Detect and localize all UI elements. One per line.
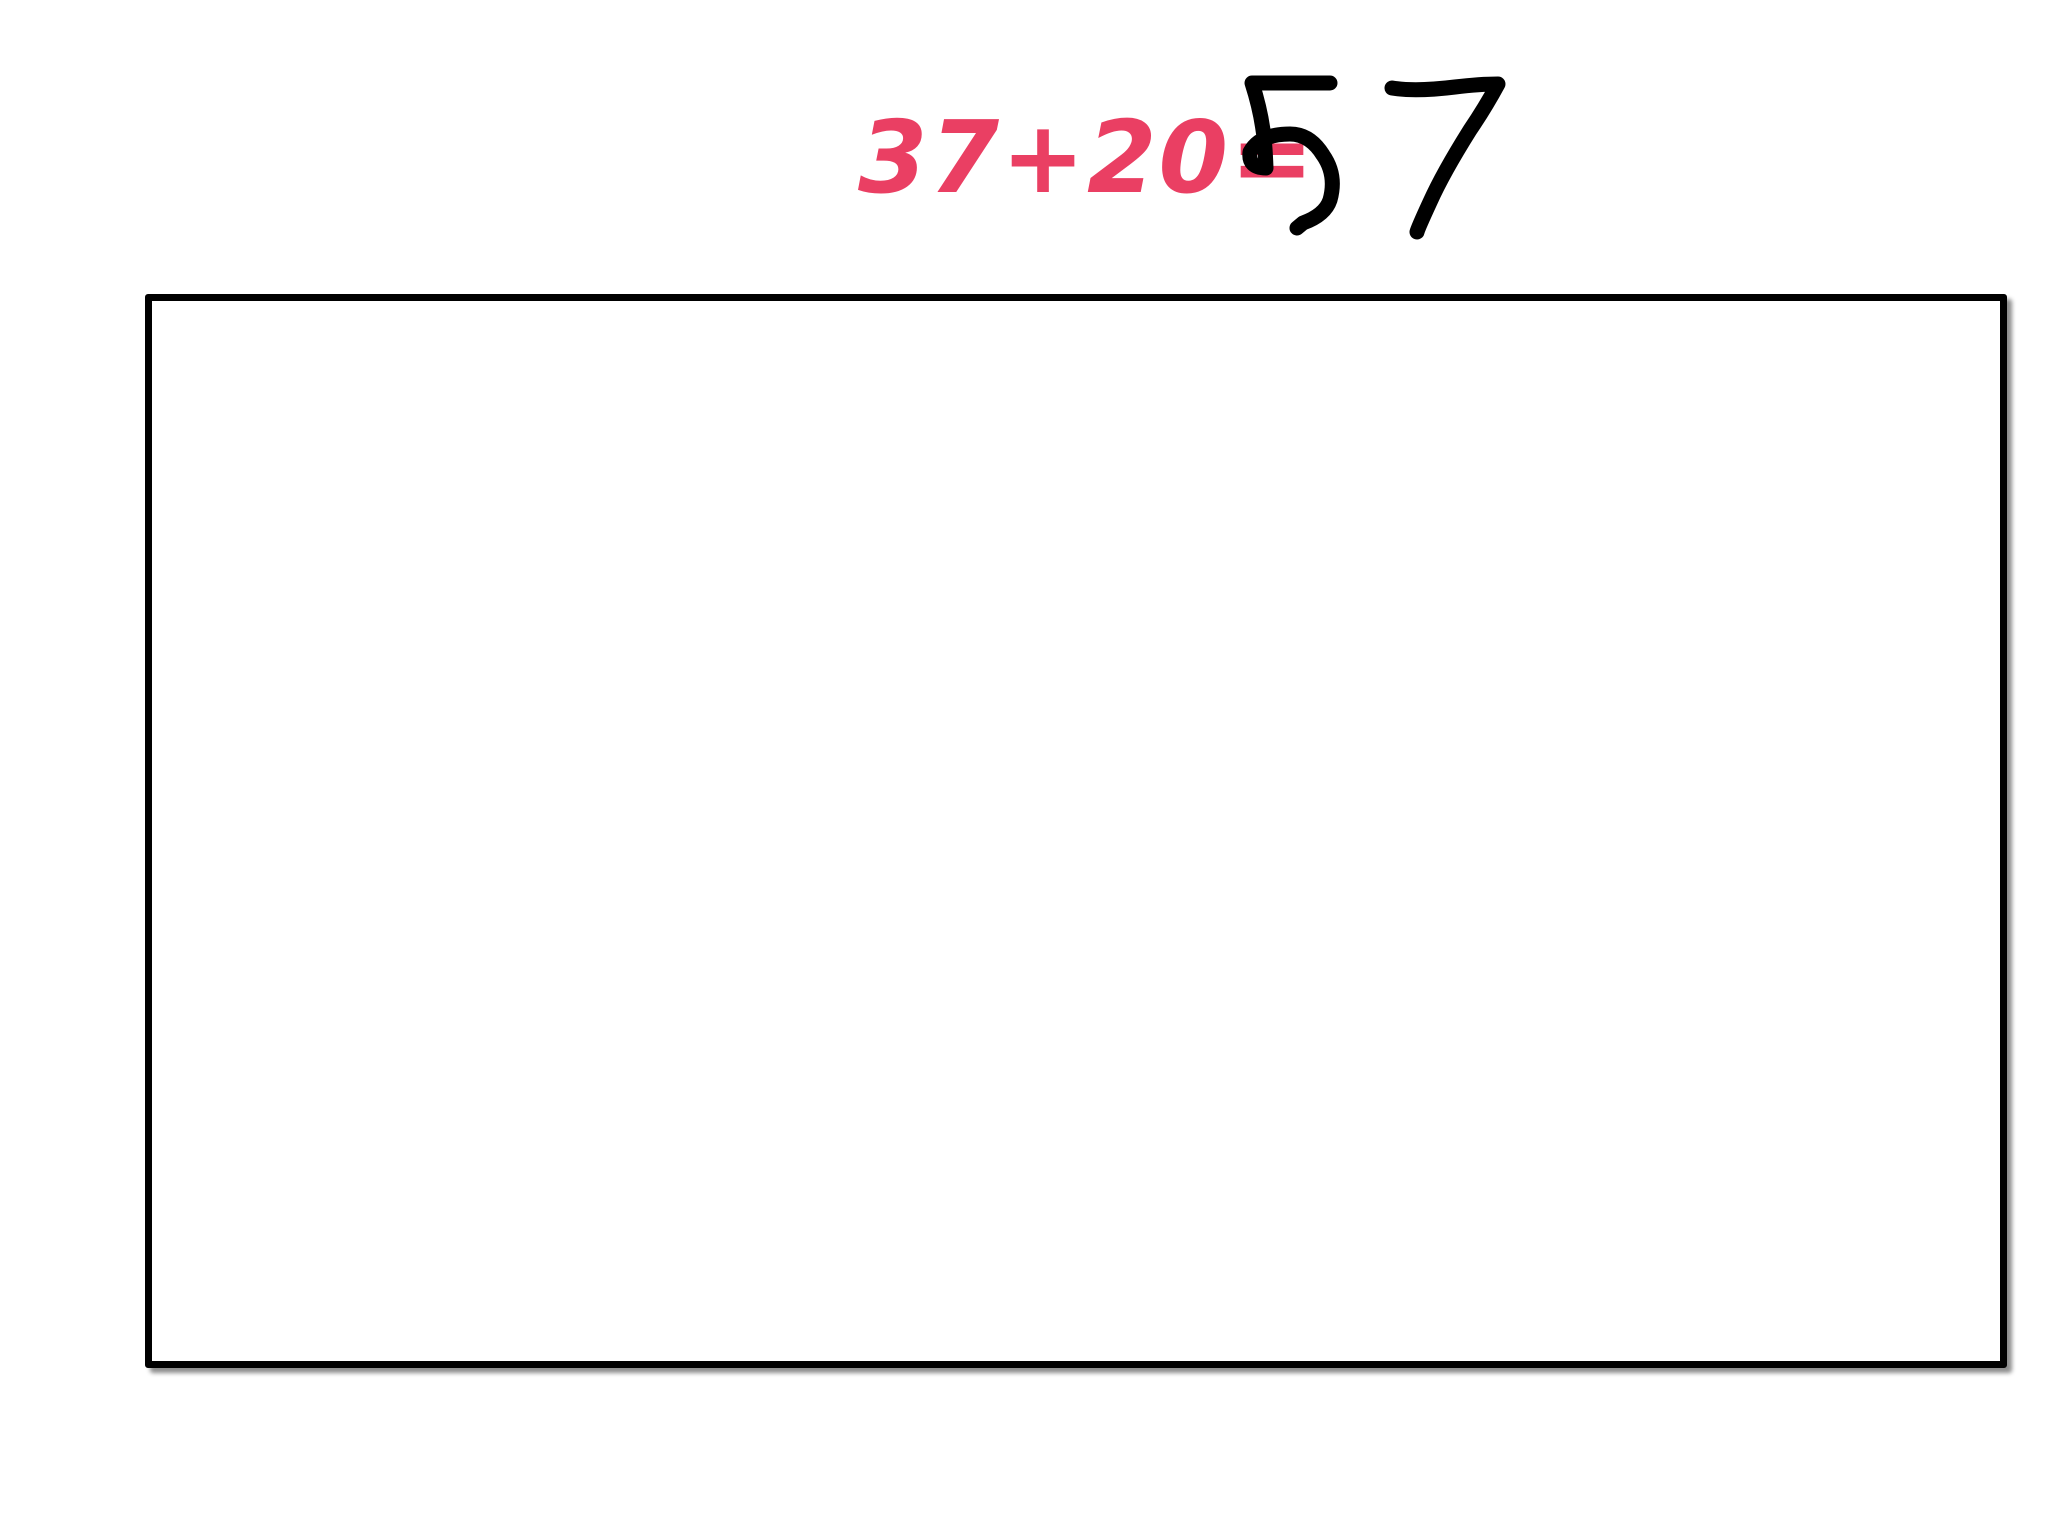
handwritten-answer bbox=[1242, 75, 1506, 240]
digit-five-stroke bbox=[1242, 75, 1340, 236]
drawing-area-frame[interactable] bbox=[145, 294, 2007, 1368]
digit-seven-stroke bbox=[1384, 76, 1506, 240]
equation-prompt: 37+20= bbox=[858, 99, 1316, 216]
